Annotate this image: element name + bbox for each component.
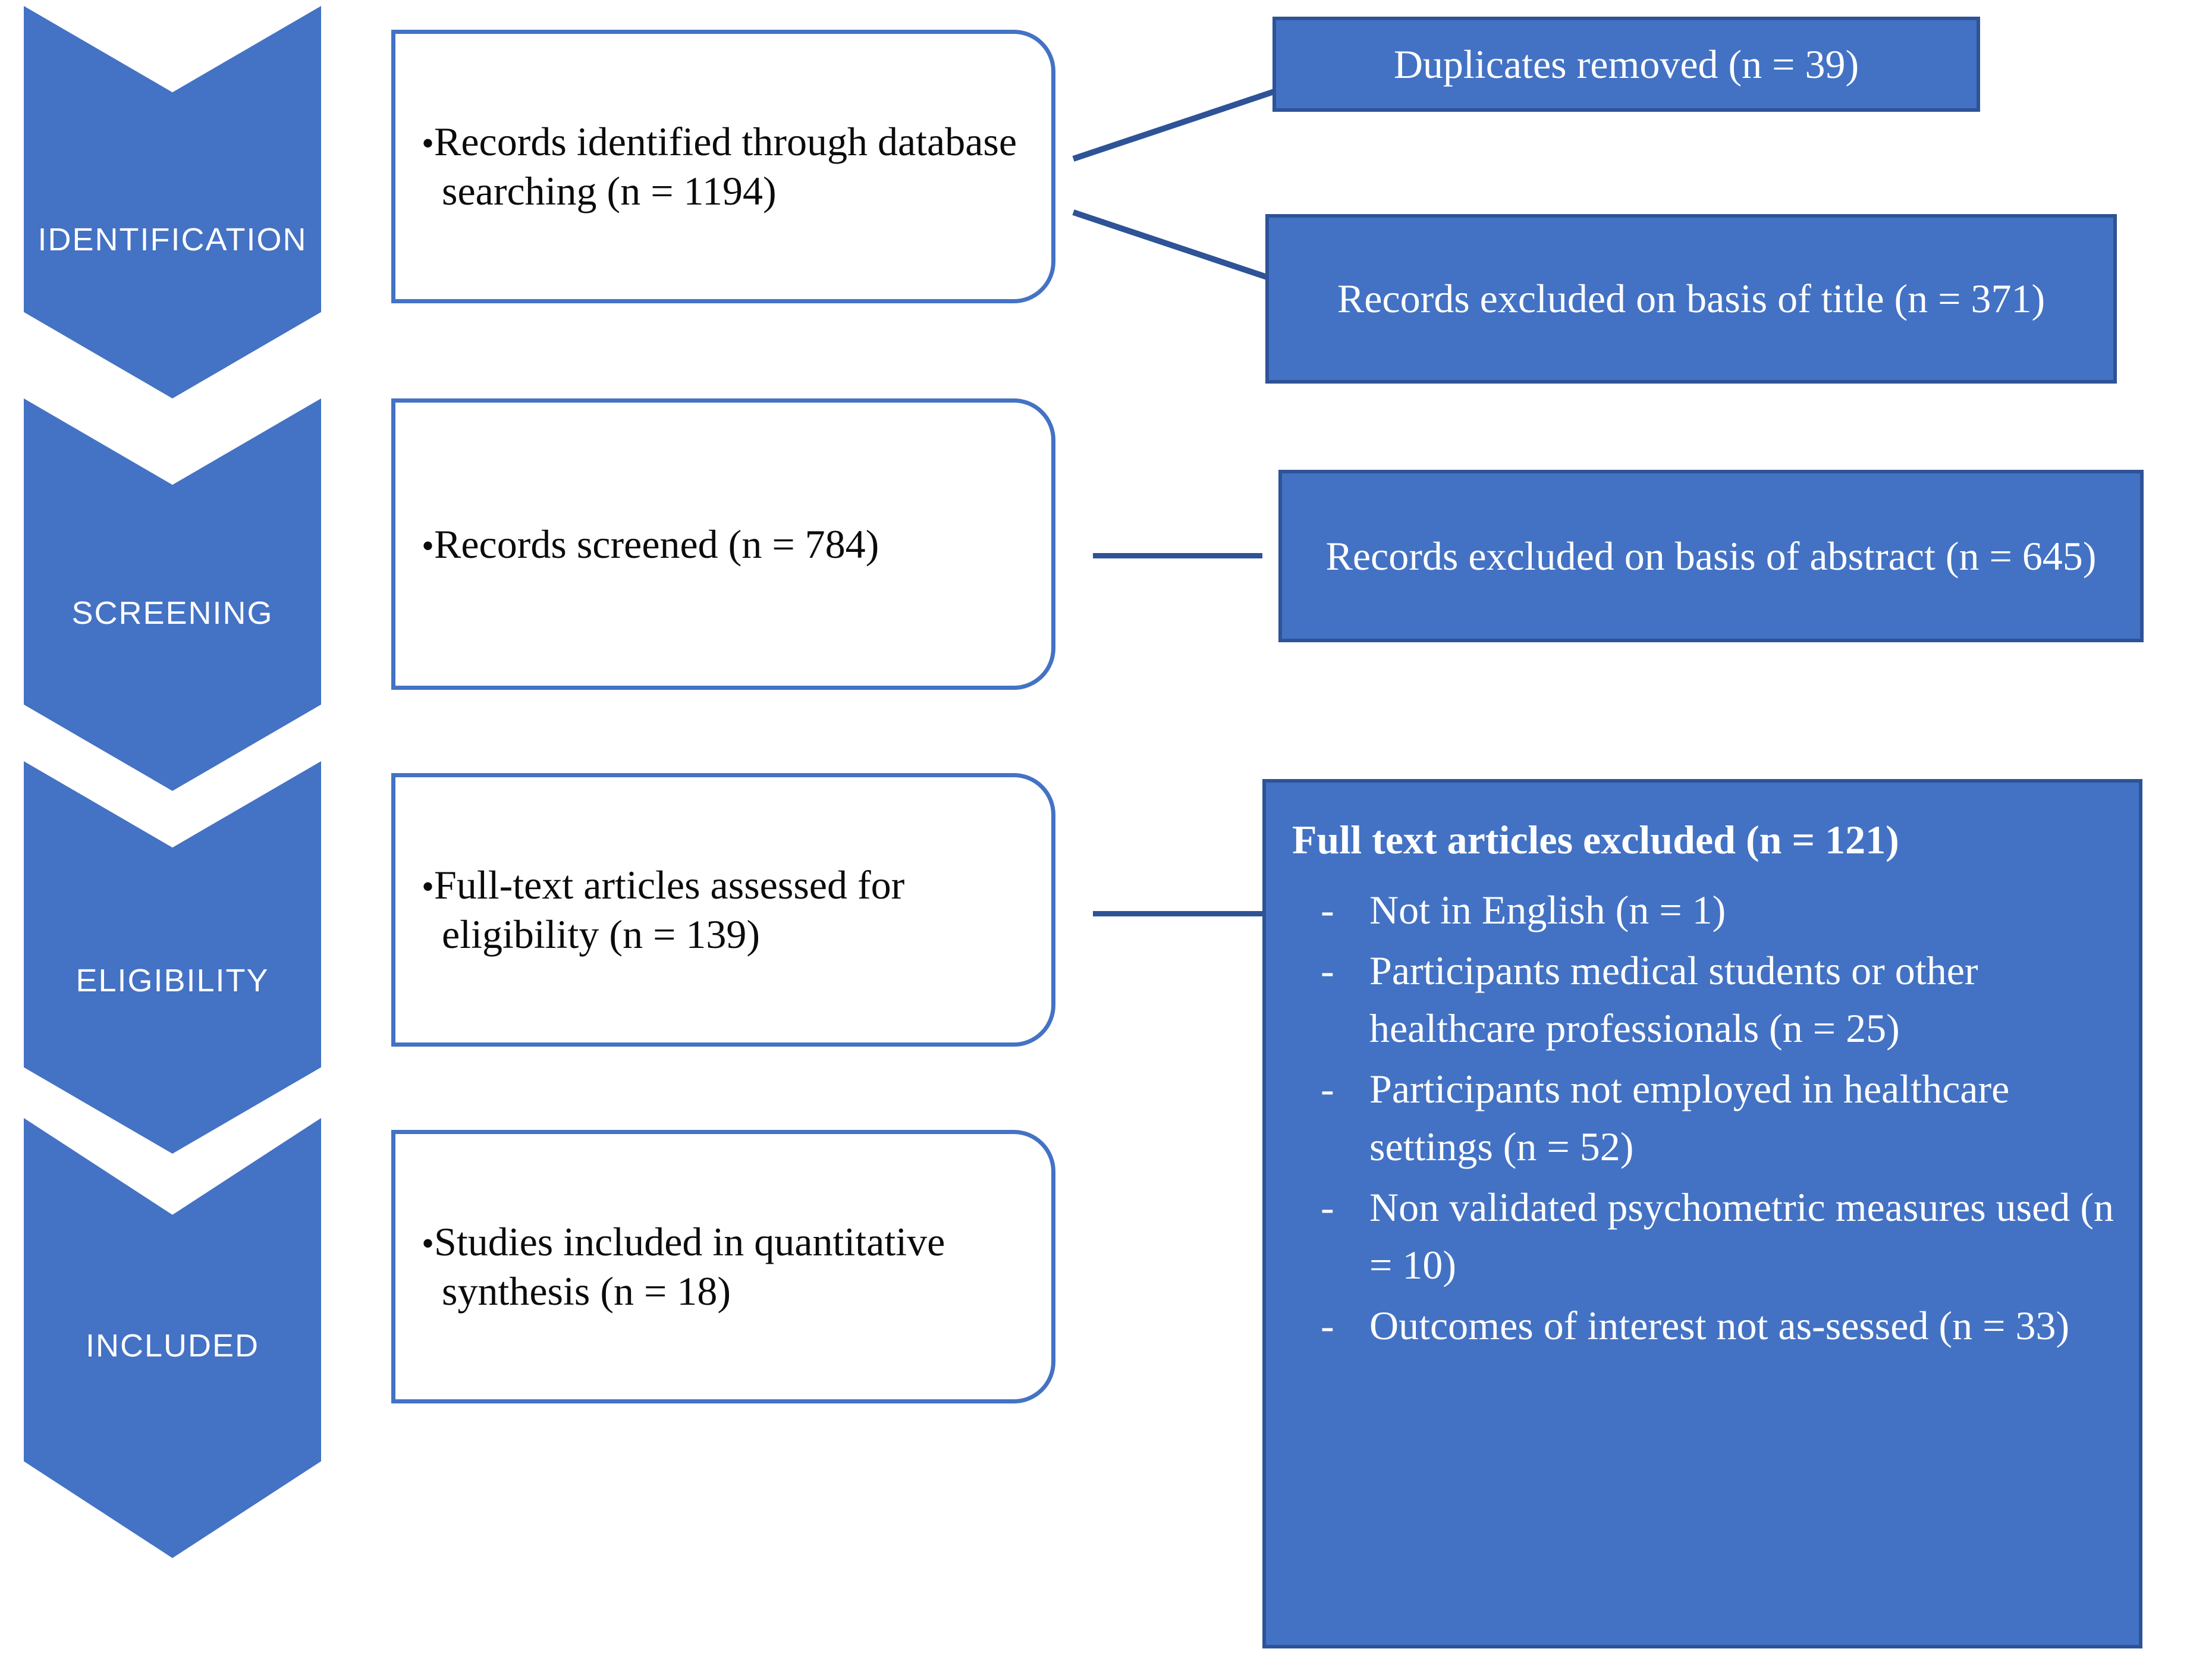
exclusion-reason-label: Participants medical students or other h… <box>1369 948 1978 1051</box>
connector-to-duplicates <box>1072 87 1280 162</box>
dash-bullet-icon: - <box>1321 1066 1334 1112</box>
stage-label-identification: IDENTIFICATION <box>37 222 307 257</box>
exclusion-reason-label: Participants not employed in healthcare … <box>1369 1066 2010 1169</box>
flow-box-text: •Studies included in quantitative synthe… <box>422 1217 1028 1316</box>
stage-label-screening: SCREENING <box>71 595 274 631</box>
flow-box-text: •Full-text articles assessed for eligibi… <box>422 861 1028 959</box>
stage-label-eligibility: ELIGIBILITY <box>76 963 269 998</box>
connector-to-fulltext-excluded <box>1093 911 1262 916</box>
flow-box-inner: •Studies included in quantitative synthe… <box>395 1217 1051 1316</box>
exclusion-reason-item: - Participants not employed in healthcar… <box>1292 1060 2119 1175</box>
flow-box-inner: •Records identified through database sea… <box>395 117 1051 216</box>
stage-chevron-eligibility <box>24 761 321 1154</box>
bullet-icon: • <box>422 526 435 566</box>
bullet-icon: • <box>422 867 435 907</box>
stage-label-included: INCLUDED <box>85 1328 260 1364</box>
flow-box-studies-included[interactable]: •Studies included in quantitative synthe… <box>391 1130 1055 1403</box>
stage-column: IDENTIFICATION SCREENING ELIGIBILITY INC… <box>0 0 333 1677</box>
exclusion-box-label: Records excluded on basis of abstract (n… <box>1325 533 2097 579</box>
exclusion-box-excluded-title[interactable]: Records excluded on basis of title (n = … <box>1265 214 2117 384</box>
flow-box-label: Studies included in quantitative synthes… <box>434 1219 945 1314</box>
stage-chevron-identification <box>24 6 321 398</box>
flow-box-label: Full-text articles assessed for eligibil… <box>434 862 905 957</box>
flow-box-label: Records identified through database sear… <box>434 119 1017 213</box>
fulltext-excluded-box[interactable]: Full text articles excluded (n = 121) - … <box>1262 779 2142 1648</box>
dash-bullet-icon: - <box>1321 887 1334 932</box>
flow-box-text: •Records identified through database sea… <box>422 117 1028 216</box>
flow-box-fulltext-assessed[interactable]: •Full-text articles assessed for eligibi… <box>391 773 1055 1047</box>
exclusion-box-excluded-abstract[interactable]: Records excluded on basis of abstract (n… <box>1278 470 2144 642</box>
dash-bullet-icon: - <box>1321 1303 1334 1349</box>
exclusion-reason-item: - Outcomes of interest not as-sessed (n … <box>1292 1297 2119 1355</box>
flow-box-text: •Records screened (n = 784) <box>422 520 1028 569</box>
exclusion-box-duplicates-removed[interactable]: Duplicates removed (n = 39) <box>1272 17 1980 112</box>
bullet-icon: • <box>422 1224 435 1264</box>
exclusion-box-label: Duplicates removed (n = 39) <box>1393 41 1859 87</box>
exclusion-reason-label: Not in English (n = 1) <box>1369 887 1726 932</box>
exclusion-box-label: Records excluded on basis of title (n = … <box>1337 276 2046 321</box>
exclusion-reason-item: - Participants medical students or other… <box>1292 942 2119 1057</box>
exclusion-reason-item: - Non validated psychometric measures us… <box>1292 1179 2119 1293</box>
exclusion-reason-label: Non validated psychometric measures used… <box>1369 1185 2114 1287</box>
fulltext-excluded-title: Full text articles excluded (n = 121) <box>1292 817 1899 862</box>
flow-box-records-identified[interactable]: •Records identified through database sea… <box>391 30 1055 303</box>
connector-to-excluded-abstract <box>1093 553 1262 558</box>
flow-box-records-screened[interactable]: •Records screened (n = 784) <box>391 398 1055 690</box>
connector-to-excluded-title <box>1072 209 1283 285</box>
exclusion-reason-item: - Not in English (n = 1) <box>1292 881 2119 939</box>
dash-bullet-icon: - <box>1321 948 1334 994</box>
flow-box-inner: •Records screened (n = 784) <box>395 520 1051 569</box>
bullet-icon: • <box>422 124 435 164</box>
dash-bullet-icon: - <box>1321 1185 1334 1230</box>
flow-box-label: Records screened (n = 784) <box>434 521 879 567</box>
exclusion-reason-label: Outcomes of interest not as-sessed (n = … <box>1369 1303 2070 1349</box>
flow-box-inner: •Full-text articles assessed for eligibi… <box>395 861 1051 959</box>
